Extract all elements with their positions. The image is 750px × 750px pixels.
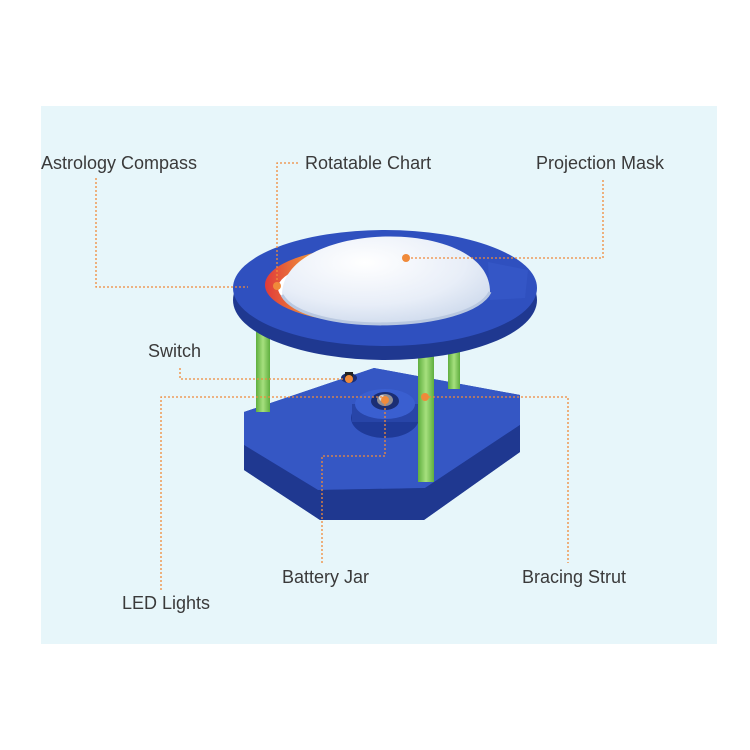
leader-line-led-lights <box>160 396 385 590</box>
label-rotatable-chart: Rotatable Chart <box>305 153 432 173</box>
leader-lines <box>95 162 604 590</box>
leader-line-projection-mask <box>406 180 604 259</box>
label-switch: Switch <box>148 341 202 361</box>
leader-line-astrology-compass <box>95 178 248 288</box>
label-battery-jar: Battery Jar <box>282 567 370 587</box>
label-astrology-compass: Astrology Compass <box>41 153 198 173</box>
leader-line-battery-jar <box>321 400 386 563</box>
label-projection-mask: Projection Mask <box>536 153 665 173</box>
label-bracing-strut: Bracing Strut <box>522 567 627 587</box>
leader-line-rotatable-chart <box>276 162 298 286</box>
projection-mask-dome <box>280 236 492 326</box>
hexagonal-base <box>244 368 520 520</box>
leader-dots <box>273 254 429 404</box>
leader-line-bracing-strut <box>425 396 569 563</box>
label-led-lights: LED Lights <box>122 593 211 613</box>
